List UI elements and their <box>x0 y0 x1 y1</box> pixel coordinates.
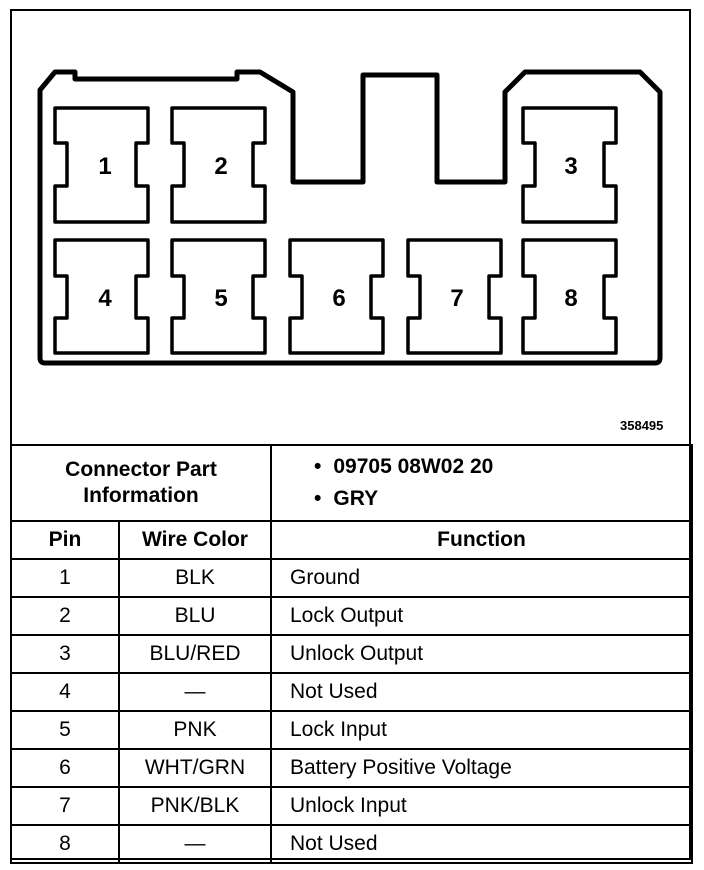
cell-wire-color: WHT/GRN <box>118 748 272 788</box>
pin-label-3: 3 <box>564 153 577 180</box>
cell-pin: 8 <box>10 824 120 864</box>
pinout-table: Connector Part Information 09705 08W02 2… <box>10 444 693 864</box>
cell-wire-color: BLU <box>118 596 272 636</box>
connector-color: GRY <box>314 483 691 515</box>
cell-wire-color: PNK <box>118 710 272 750</box>
pin-cavity-2 <box>170 106 267 224</box>
cell-pin: 7 <box>10 786 120 826</box>
cell-wire-color: — <box>118 672 272 712</box>
pin-cavity-3 <box>521 106 618 224</box>
cell-function: Unlock Output <box>270 634 693 674</box>
header-function: Function <box>270 520 693 560</box>
cell-pin: 2 <box>10 596 120 636</box>
pin-cavity-4 <box>53 238 150 355</box>
cell-wire-color: — <box>118 824 272 864</box>
pin-label-5: 5 <box>214 285 227 312</box>
cell-wire-color: BLU/RED <box>118 634 272 674</box>
pin-cavity-6 <box>288 238 385 355</box>
header-wire-color: Wire Color <box>118 520 272 560</box>
header-pin: Pin <box>10 520 120 560</box>
pin-cavity-7 <box>406 238 503 355</box>
part-info-values: 09705 08W02 20 GRY <box>270 444 693 522</box>
table-row: 4 — Not Used <box>10 672 693 712</box>
cell-wire-color: PNK/BLK <box>118 786 272 826</box>
cell-function: Not Used <box>270 672 693 712</box>
table-row: 1 BLK Ground <box>10 558 693 598</box>
figure-id: 358495 <box>620 418 664 433</box>
cell-pin: 5 <box>10 710 120 750</box>
cell-wire-color: BLK <box>118 558 272 598</box>
pin-label-8: 8 <box>564 285 577 312</box>
cell-function: Ground <box>270 558 693 598</box>
pin-label-6: 6 <box>332 285 345 312</box>
cell-function: Not Used <box>270 824 693 864</box>
part-info-row: Connector Part Information 09705 08W02 2… <box>10 444 693 522</box>
part-info-label: Connector Part Information <box>10 444 272 522</box>
part-info-label-line1: Connector Part <box>65 458 217 481</box>
table-row: 7 PNK/BLK Unlock Input <box>10 786 693 826</box>
cell-pin: 1 <box>10 558 120 598</box>
cell-function: Lock Input <box>270 710 693 750</box>
pin-cavity-8 <box>521 238 618 355</box>
table-row: 2 BLU Lock Output <box>10 596 693 636</box>
connector-housing <box>37 69 663 366</box>
cell-pin: 6 <box>10 748 120 788</box>
table-row: 5 PNK Lock Input <box>10 710 693 750</box>
cell-function: Battery Positive Voltage <box>270 748 693 788</box>
part-info-label-line2: Information <box>83 484 199 507</box>
pin-label-2: 2 <box>214 153 227 180</box>
pin-cavity-5 <box>170 238 267 355</box>
cell-pin: 3 <box>10 634 120 674</box>
cell-function: Lock Output <box>270 596 693 636</box>
pin-label-7: 7 <box>450 285 463 312</box>
table-row: 8 — Not Used <box>10 824 693 864</box>
connector-diagram: 1 2 3 4 5 6 7 8 <box>37 69 663 366</box>
cell-function: Unlock Input <box>270 786 693 826</box>
header-row: Pin Wire Color Function <box>10 520 693 560</box>
table-row: 6 WHT/GRN Battery Positive Voltage <box>10 748 693 788</box>
pin-label-1: 1 <box>98 153 111 180</box>
table-row: 3 BLU/RED Unlock Output <box>10 634 693 674</box>
pin-cavity-1 <box>53 106 150 224</box>
cell-pin: 4 <box>10 672 120 712</box>
part-number: 09705 08W02 20 <box>314 451 691 483</box>
pin-label-4: 4 <box>98 285 112 312</box>
